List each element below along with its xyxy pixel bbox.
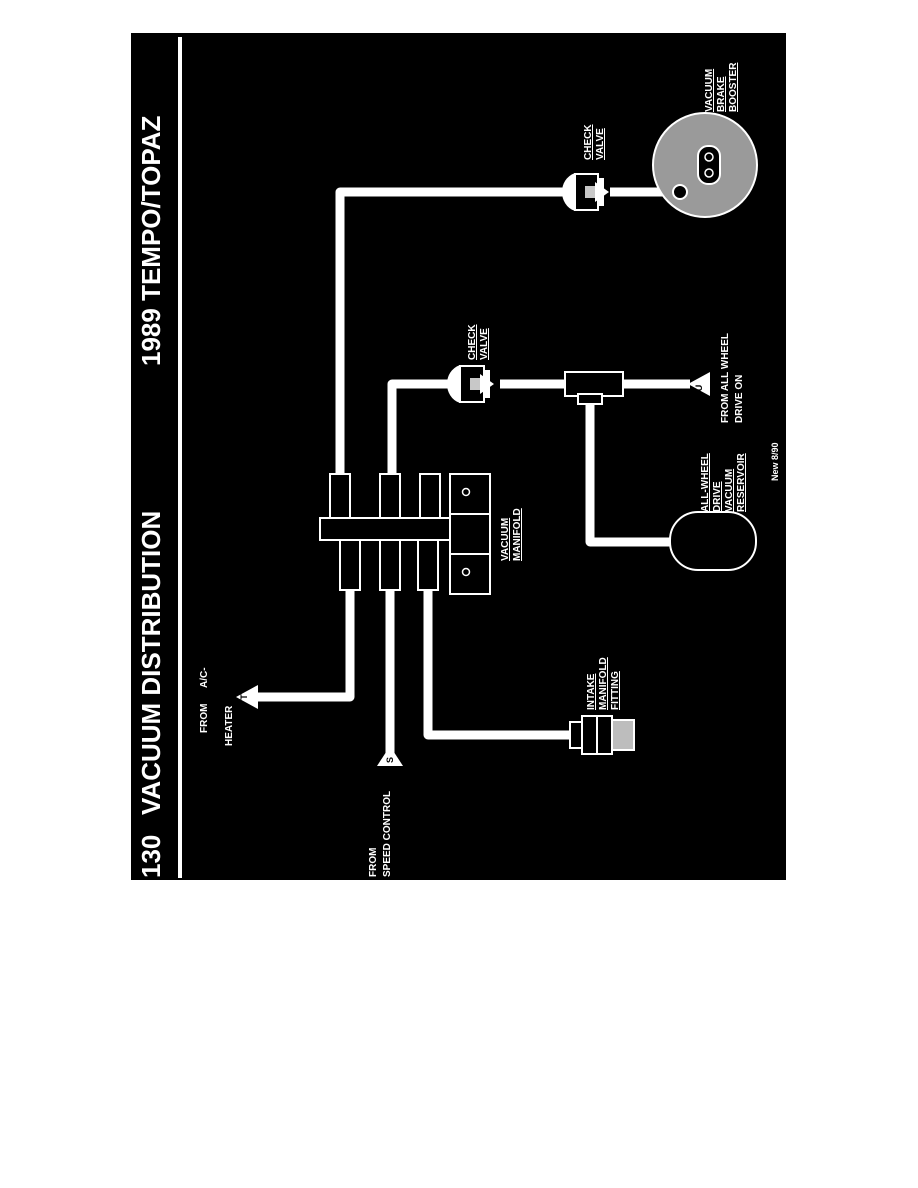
vacuum-manifold-label-1: VACUUM — [500, 518, 511, 561]
awd-label-4: RESERVOIR — [736, 453, 747, 512]
check-valve-1 — [447, 365, 494, 403]
connector-speed-control: S — [377, 746, 403, 766]
booster-label-3: BOOSTER — [728, 62, 739, 112]
check-valve-1-label-2: VALVE — [479, 328, 490, 360]
intake-hose — [423, 590, 570, 740]
intake-label-2: MANIFOLD — [598, 657, 609, 710]
svg-text:S: S — [385, 757, 395, 763]
awd-label-2: DRIVE — [712, 481, 723, 512]
page-title: VACUUM DISTRIBUTION — [136, 511, 166, 815]
tee-branch — [577, 393, 603, 405]
connector-awd: U — [688, 372, 710, 396]
awd-label-1: ALL-WHEEL — [700, 453, 711, 512]
from-awd-label-2: DRIVE ON — [734, 375, 745, 423]
check-valve-2-label-1: CHECK — [583, 124, 594, 160]
booster-label-2: BRAKE — [716, 76, 727, 112]
awd-reservoir — [669, 511, 757, 571]
check-valve-hose — [387, 379, 460, 478]
booster-label-1: VACUUM — [704, 69, 715, 112]
check-valve-2 — [562, 173, 609, 211]
svg-text:T: T — [239, 694, 249, 700]
brake-booster — [652, 112, 758, 218]
check-valve-2-label-2: VALVE — [595, 128, 606, 160]
from-awd-label-1: FROM ALL WHEEL — [720, 333, 731, 423]
booster-hose — [335, 187, 575, 478]
tee-fitting — [564, 371, 624, 397]
from-speed-label-1: FROM — [368, 848, 379, 877]
awd-label-3: VACUUM — [724, 469, 735, 512]
from-heater-label-2: HEATER — [224, 705, 235, 746]
model-title: 1989 TEMPO/TOPAZ — [136, 115, 166, 366]
reservoir-hose — [585, 384, 670, 547]
from-heater-label-1: FROM — [199, 704, 210, 733]
intake-label-3: FITTING — [610, 671, 621, 710]
check-valve-1-label-1: CHECK — [467, 324, 478, 360]
heater-hose — [255, 590, 355, 702]
connector-heater: T — [236, 685, 258, 709]
from-speed-label-2: SPEED CONTROL — [382, 791, 393, 877]
ac-label: A/C- — [199, 667, 210, 688]
footer-note: New 8/90 — [770, 442, 780, 481]
vacuum-manifold-label-2: MANIFOLD — [512, 508, 523, 561]
intake-fitting — [569, 715, 635, 755]
page-number: 130 — [136, 835, 166, 878]
intake-label-1: INTAKE — [586, 673, 597, 710]
svg-text:U: U — [694, 385, 704, 392]
vacuum-manifold — [319, 473, 491, 595]
